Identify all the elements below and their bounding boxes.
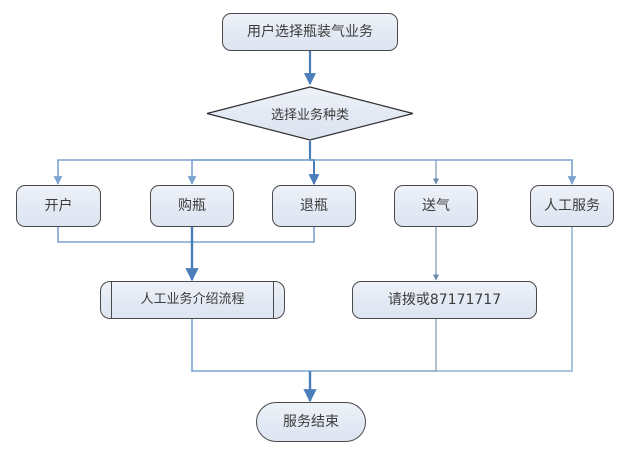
node-manual-process-label: 人工业务介绍流程 <box>140 291 245 307</box>
node-start-label: 用户选择瓶装气业务 <box>247 23 373 40</box>
node-decision-label: 选择业务种类 <box>270 108 349 123</box>
node-start[interactable]: 用户选择瓶装气业务 <box>222 13 398 51</box>
node-option-manual-service[interactable]: 人工服务 <box>530 185 614 227</box>
node-option-deliver-gas[interactable]: 送气 <box>394 185 478 227</box>
connector-bus-left <box>53 159 310 185</box>
node-manual-process[interactable]: 人工业务介绍流程 <box>100 281 285 319</box>
connector-opt1-to-process <box>57 227 192 243</box>
node-end[interactable]: 服务结束 <box>256 402 366 442</box>
node-call-number[interactable]: 请拨戓87171717 <box>352 281 537 319</box>
node-end-label: 服务结束 <box>283 413 339 430</box>
node-option-return-bottle[interactable]: 退瓶 <box>272 185 356 227</box>
connector-process-to-endbus <box>191 319 310 372</box>
predefined-process-left-bar <box>111 282 112 318</box>
node-option-return-bottle-label: 退瓶 <box>300 197 328 214</box>
connector-phone-to-endbus <box>310 319 437 372</box>
node-option-open-account-label: 开户 <box>44 197 73 214</box>
connector-opt3-to-process <box>192 227 315 243</box>
node-option-buy-bottle[interactable]: 购瓶 <box>150 185 234 227</box>
connector-bus-opt3 <box>308 159 320 186</box>
node-option-deliver-gas-label: 送气 <box>422 197 450 214</box>
node-option-buy-bottle-label: 购瓶 <box>178 197 206 214</box>
predefined-process-right-bar <box>273 282 274 318</box>
connector-bus-right <box>310 159 577 185</box>
node-option-manual-service-label: 人工服务 <box>544 197 600 214</box>
connector-bus-opt2 <box>187 159 310 185</box>
node-option-open-account[interactable]: 开户 <box>16 185 101 227</box>
connector-bus-opt4 <box>310 159 440 185</box>
node-call-number-label: 请拨戓87171717 <box>387 291 502 308</box>
node-decision[interactable]: 选择业务种类 <box>205 86 415 141</box>
diamond-shape <box>206 86 414 141</box>
